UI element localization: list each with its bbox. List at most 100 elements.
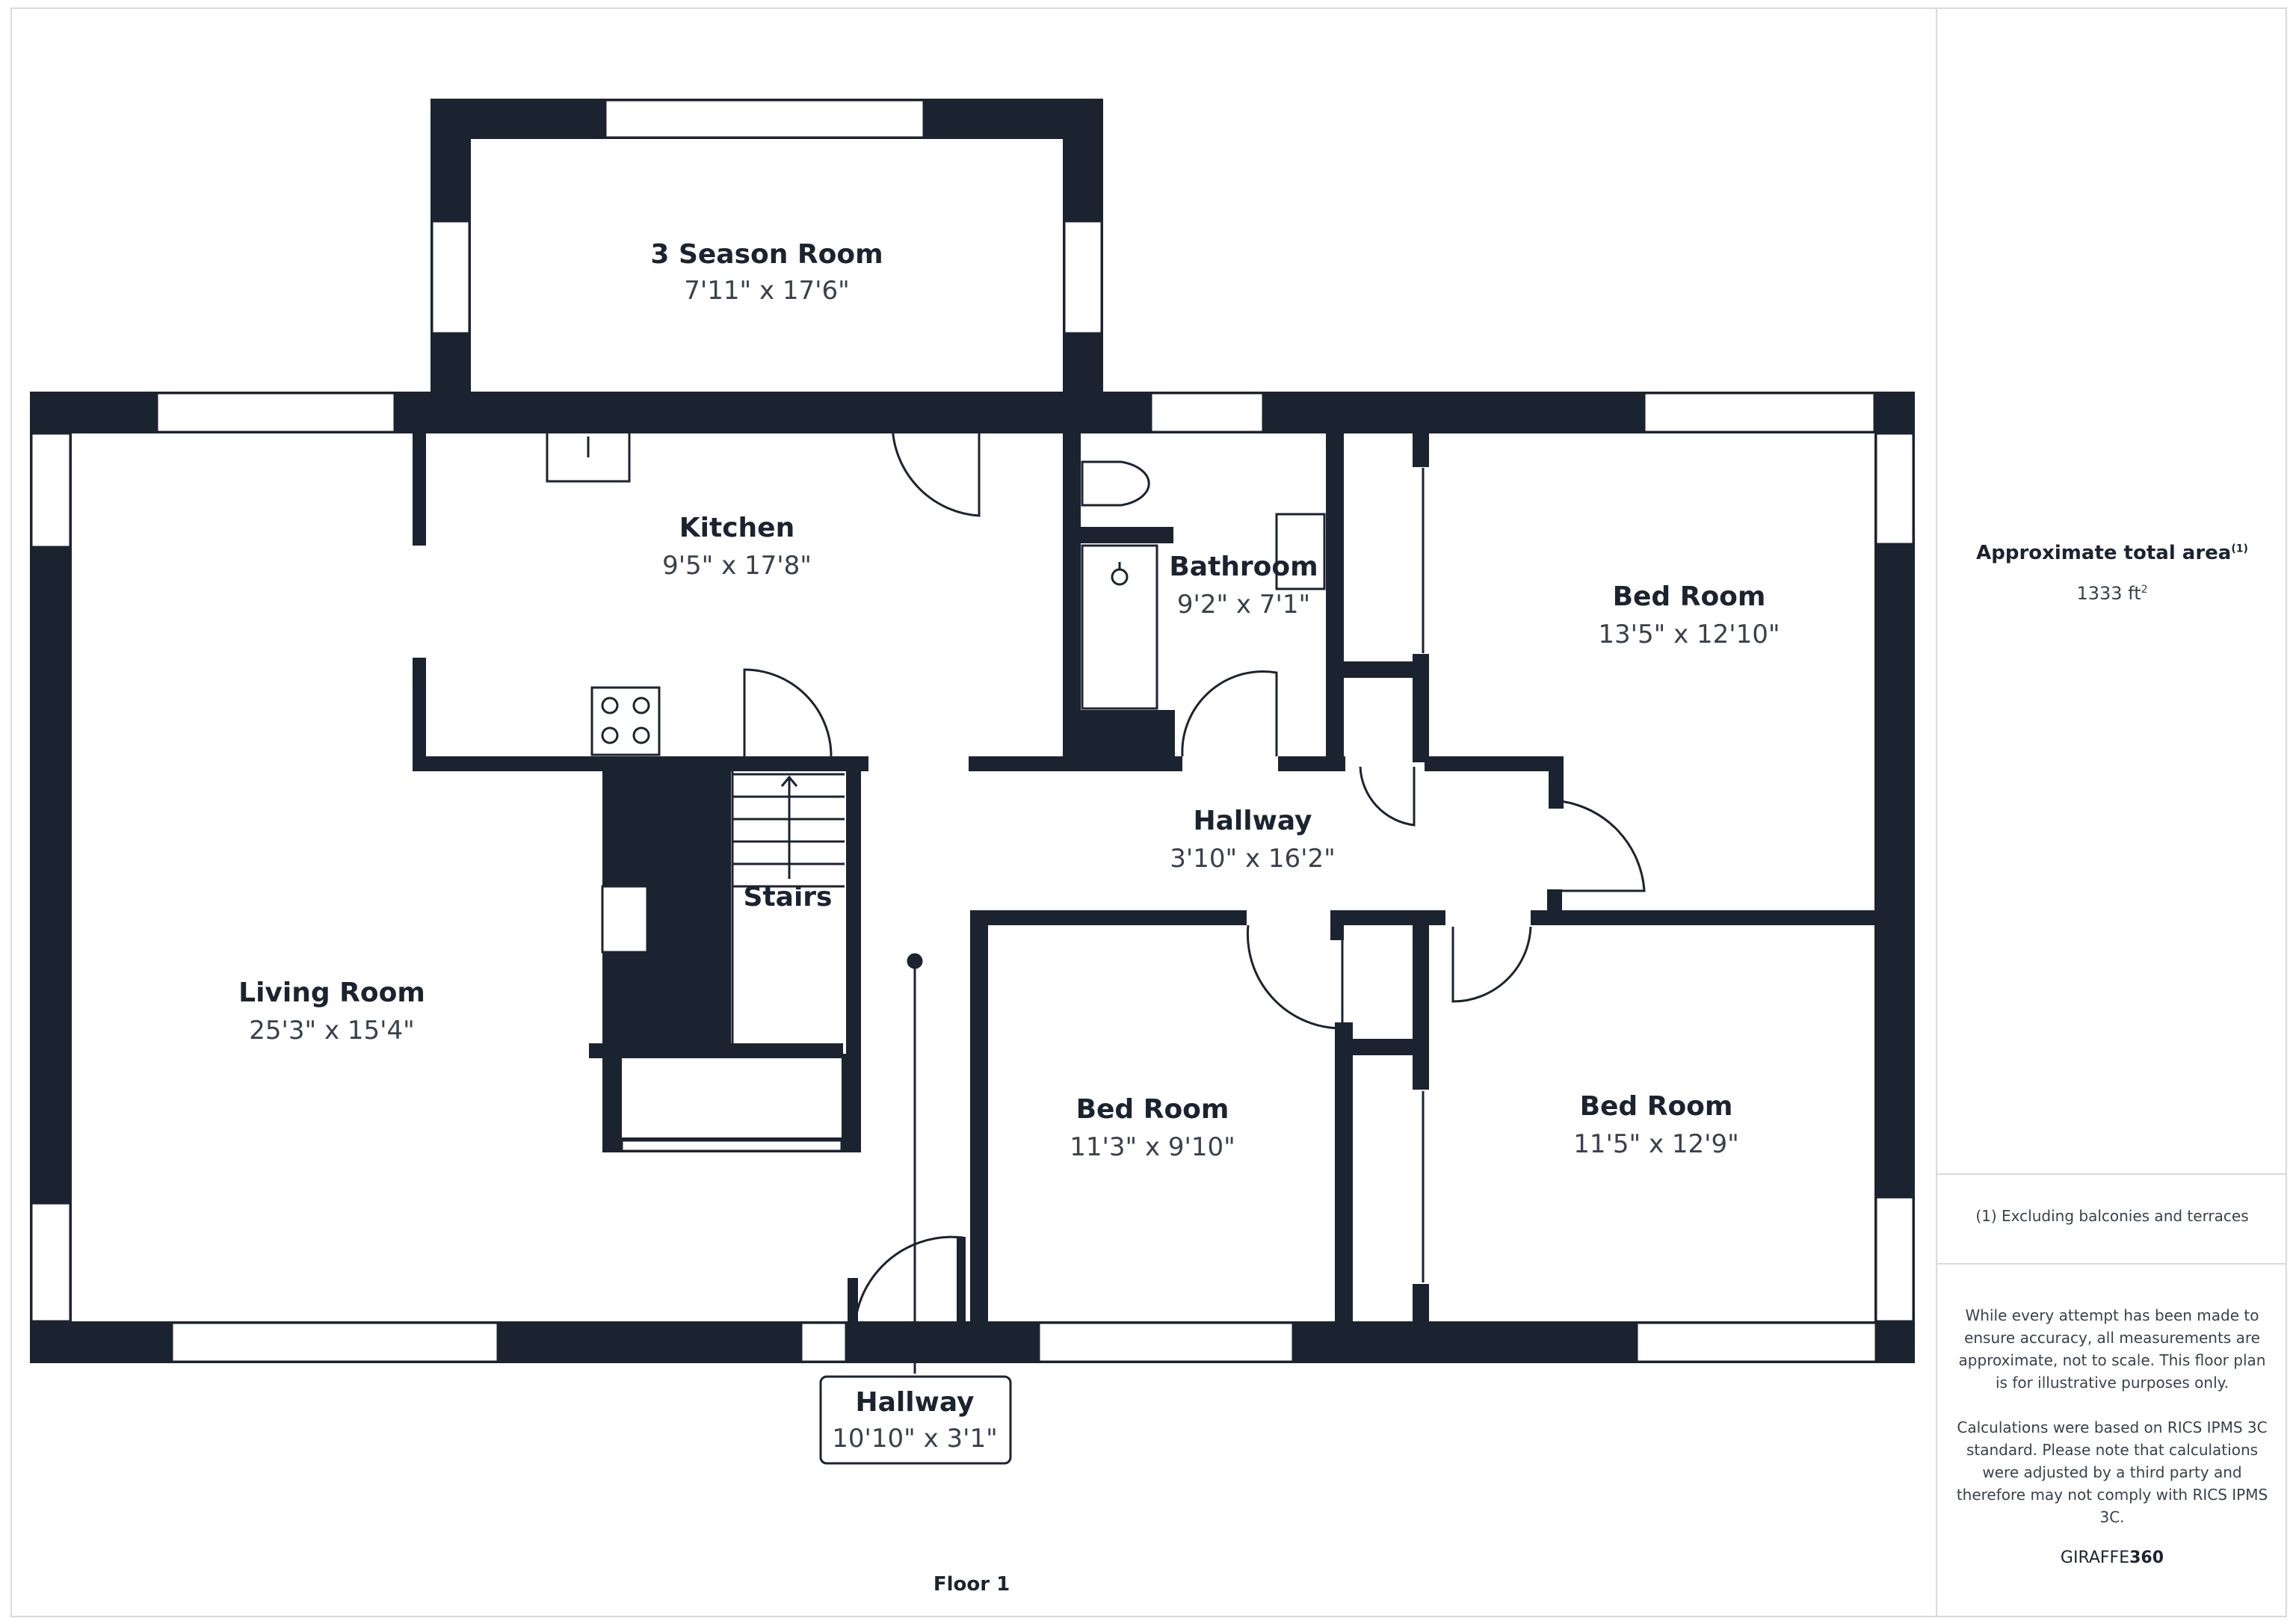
room-name: Bathroom — [1169, 552, 1318, 582]
calculation-note: Calculations were based on RICS IPMS 3C … — [1956, 1418, 2268, 1526]
window — [430, 220, 471, 335]
footnote: (1) Excluding balconies and terraces — [1975, 1207, 2249, 1225]
room-name: Kitchen — [679, 513, 794, 543]
room-name: Stairs — [744, 882, 833, 913]
window — [604, 99, 925, 139]
wall — [30, 392, 72, 1363]
wall — [1413, 925, 1429, 1090]
wall — [1344, 661, 1416, 678]
wall — [1326, 433, 1344, 771]
area-value-text: 1333 ft — [2076, 583, 2141, 604]
room-dims: 10'10" x 3'1" — [832, 1424, 998, 1454]
fireplace-icon — [601, 885, 649, 954]
room-name: Hallway — [855, 1387, 974, 1418]
stove-icon — [590, 686, 661, 756]
room-labels: 3 Season Room 7'11" x 17'6" Kitchen 9'5"… — [238, 239, 1780, 1465]
door-arc — [853, 1235, 964, 1361]
separator — [1937, 1263, 2287, 1265]
wall — [1531, 910, 1874, 925]
wall — [957, 1237, 966, 1356]
room-dims: 7'11" x 17'6" — [684, 276, 850, 306]
wall — [846, 770, 861, 1054]
door-arc — [1560, 800, 1646, 892]
window — [170, 1321, 499, 1363]
window — [1874, 432, 1915, 546]
brand-logo: GIRAFFE360 — [1952, 1549, 2272, 1567]
wall — [1425, 756, 1559, 771]
window — [1643, 392, 1876, 433]
room-name: Hallway — [1193, 806, 1312, 836]
window — [800, 1321, 848, 1363]
walls — [30, 99, 1915, 1363]
bathtub-icon — [1081, 544, 1158, 710]
room-dims: 13'5" x 12'10" — [1598, 620, 1780, 649]
wall — [1081, 710, 1175, 771]
door-arc — [743, 668, 833, 757]
floor-plan: 3 Season Room 7'11" x 17'6" Kitchen 9'5"… — [30, 99, 1915, 1465]
area-title-text: Approximate total area — [1976, 542, 2232, 564]
room-dims: 11'5" x 12'9" — [1573, 1129, 1739, 1159]
door-arc — [1181, 670, 1278, 757]
wall — [970, 910, 988, 1363]
wall — [1413, 654, 1429, 762]
room-name: Living Room — [238, 978, 425, 1008]
door-arc — [1359, 766, 1416, 827]
wall — [842, 1054, 861, 1152]
doors — [743, 422, 1646, 1374]
window — [30, 432, 72, 549]
room-dims: 3'10" x 16'2" — [1170, 844, 1336, 874]
window — [1874, 1196, 1915, 1323]
info-sidebar: Approximate total area(1) 1333 ft2 (1) E… — [1936, 7, 2287, 1617]
window — [30, 1202, 72, 1323]
windows — [30, 99, 1915, 1363]
brand-prefix: GIRAFFE — [2060, 1549, 2130, 1567]
room-dims: 25'3" x 15'4" — [249, 1016, 415, 1046]
wall — [1081, 527, 1173, 543]
room-name: Bed Room — [1076, 1094, 1229, 1125]
area-value: 1333 ft2 — [1952, 583, 2272, 604]
wall — [1063, 427, 1081, 771]
window — [1037, 1321, 1294, 1363]
separator — [1937, 1173, 2287, 1175]
toilet-icon — [1081, 460, 1150, 507]
room-name: Bed Room — [1613, 581, 1766, 612]
room-name: 3 Season Room — [650, 239, 883, 270]
wall — [413, 756, 868, 771]
window — [1063, 220, 1103, 335]
wall — [1547, 889, 1562, 919]
wall — [1330, 919, 1344, 940]
sink-icon — [546, 423, 631, 483]
area-title-footnote: (1) — [2231, 543, 2248, 555]
room-dims: 11'3" x 9'10" — [1070, 1132, 1235, 1162]
room-dims: 9'2" x 7'1" — [1177, 590, 1310, 620]
area-unit-sup: 2 — [2141, 584, 2148, 596]
window — [1149, 392, 1265, 433]
wall — [413, 658, 426, 770]
stairs-icon — [731, 770, 845, 1043]
wall — [413, 433, 426, 546]
page-frame — [10, 7, 2287, 1617]
wall — [970, 910, 1247, 925]
wall — [602, 1054, 622, 1152]
wall — [1413, 433, 1429, 467]
disclaimer-text: While every attempt has been made to ens… — [1958, 1306, 2266, 1392]
wall — [589, 1043, 843, 1058]
brand-suffix: 360 — [2129, 1549, 2164, 1567]
fixtures — [546, 423, 1425, 1282]
disclaimer: While every attempt has been made to ens… — [1952, 1304, 2272, 1528]
wall — [1330, 910, 1445, 925]
door-arc — [1451, 926, 1532, 1003]
door-arc — [891, 422, 981, 517]
wall — [1549, 756, 1564, 809]
wall — [1335, 1022, 1353, 1321]
room-name: Bed Room — [1580, 1091, 1733, 1122]
wall — [1348, 1039, 1416, 1055]
wall — [1413, 1284, 1429, 1321]
door-arc — [1246, 924, 1344, 1030]
window — [1635, 1321, 1877, 1363]
window — [620, 1139, 843, 1152]
window — [155, 392, 396, 433]
floor-label: Floor 1 — [933, 1573, 1010, 1596]
room-dims: 9'5" x 17'8" — [662, 551, 812, 581]
hallway-label-box — [819, 1375, 1012, 1465]
